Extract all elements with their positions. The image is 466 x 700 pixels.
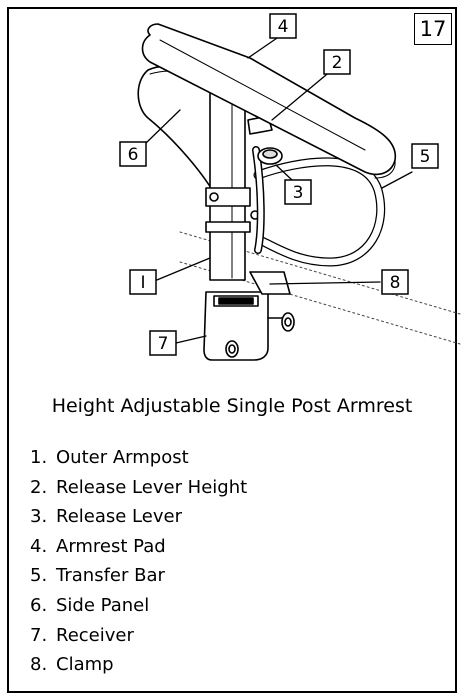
svg-text:7: 7 (158, 334, 169, 354)
svg-text:2: 2 (332, 53, 343, 73)
callout-2: 2 (323, 49, 351, 75)
callout-7: 7 (149, 330, 177, 356)
svg-text:5: 5 (420, 147, 431, 167)
part-number: 7. (30, 624, 48, 646)
parts-list-item: 4. Armrest Pad (30, 532, 247, 562)
part-label: Side Panel (56, 594, 150, 616)
callout-3: 3 (284, 179, 312, 205)
callout-1: I (129, 269, 157, 295)
part-label: Transfer Bar (56, 565, 165, 587)
receiver (203, 291, 269, 361)
parts-list-item: 1. Outer Armpost (30, 443, 247, 473)
outer-armpost (209, 81, 246, 281)
part-label: Outer Armpost (56, 447, 189, 468)
parts-list-item: 2. Release Lever Height (30, 473, 247, 503)
figure-caption: Height Adjustable Single Post Armrest (51, 395, 413, 417)
callout-4: 4 (269, 13, 297, 39)
part-number: 2. (30, 476, 48, 498)
parts-list-item: 7. Receiver (30, 621, 247, 651)
parts-list-item: 6. Side Panel (30, 591, 247, 621)
part-label: Clamp (56, 654, 114, 676)
svg-text:8: 8 (390, 273, 401, 293)
parts-list-item: 8. Clamp (30, 650, 247, 680)
svg-text:4: 4 (278, 17, 289, 37)
mounting-guide-lines (179, 231, 461, 345)
figure-number: 17 (414, 13, 452, 45)
part-number: 5. (30, 565, 48, 587)
figure-frame (7, 7, 457, 693)
clamp (225, 271, 295, 358)
part-label: Release Lever (56, 506, 182, 528)
part-number: 3. (30, 506, 48, 528)
part-label: Armrest Pad (56, 535, 166, 557)
callout-6: 6 (119, 141, 147, 167)
part-label: Release Lever Height (56, 476, 248, 498)
svg-text:6: 6 (128, 145, 139, 165)
part-label: Receiver (56, 624, 134, 646)
svg-text:I: I (140, 273, 145, 293)
part-number: 6. (30, 594, 48, 616)
callout-boxes: 4 2 6 3 5 I 8 7 (119, 13, 439, 356)
callout-5: 5 (411, 143, 439, 169)
parts-list-item: 3. Release Lever (30, 502, 247, 532)
parts-list: 1. Outer Armpost 2. Release Lever Height 3… (30, 443, 247, 680)
part-number: 1. (30, 447, 48, 468)
callout-leaders (145, 35, 413, 344)
armrest-illustration: 4 2 6 3 5 I 8 7 (119, 13, 461, 361)
parts-list-item: 5. Transfer Bar (30, 561, 247, 591)
part-number: 4. (30, 535, 48, 557)
callout-8: 8 (381, 269, 409, 295)
svg-text:3: 3 (293, 183, 304, 203)
part-number: 8. (30, 654, 48, 676)
